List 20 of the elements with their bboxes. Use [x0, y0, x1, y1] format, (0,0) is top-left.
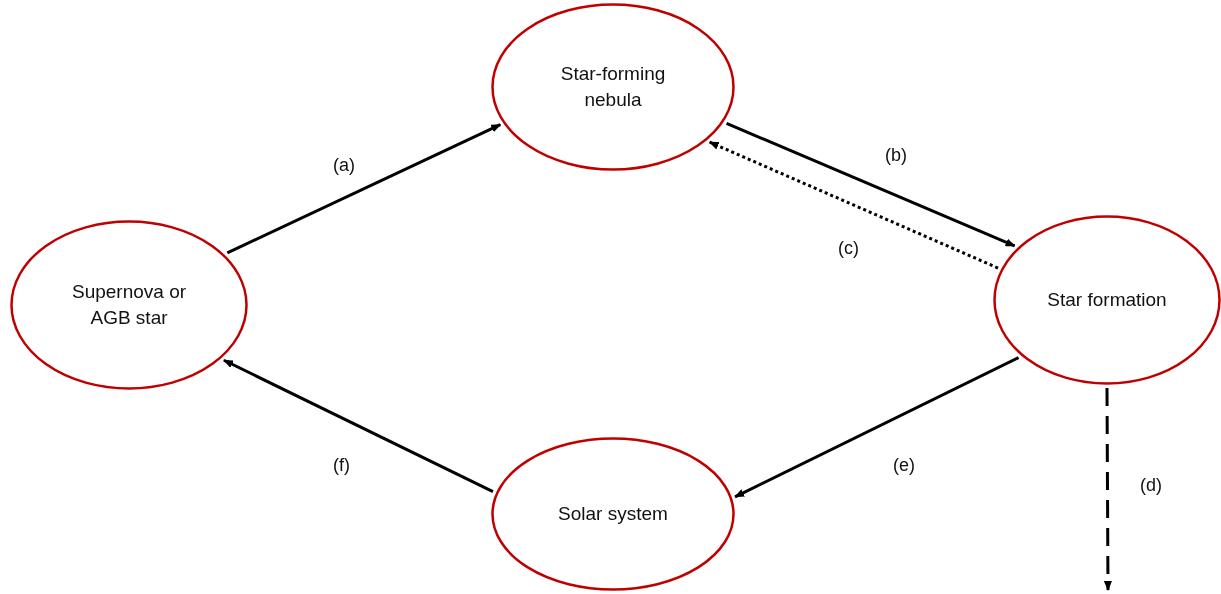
ellipse-node [993, 215, 1221, 385]
edge-label: (f) [333, 455, 350, 476]
edge-label: (a) [333, 155, 355, 176]
dashed-arrow [708, 140, 999, 270]
edge-label: (e) [893, 455, 915, 476]
arrow [734, 356, 1020, 499]
dashed-arrow [1103, 388, 1112, 591]
edge-label: (d) [1140, 475, 1162, 496]
node-label: Supernova or AGB star [70, 280, 188, 330]
ellipse-node [491, 3, 735, 171]
arrow [223, 358, 494, 494]
edge-label: (b) [885, 145, 907, 166]
node-label: Solar system [558, 502, 668, 527]
node-label: Star-forming nebula [559, 62, 667, 112]
arrow [725, 121, 1016, 248]
ellipse-node [10, 220, 248, 390]
edge-label: (c) [838, 238, 859, 259]
ellipse-node [491, 437, 735, 591]
node-label: Star formation [1047, 288, 1167, 313]
arrow [226, 123, 502, 255]
